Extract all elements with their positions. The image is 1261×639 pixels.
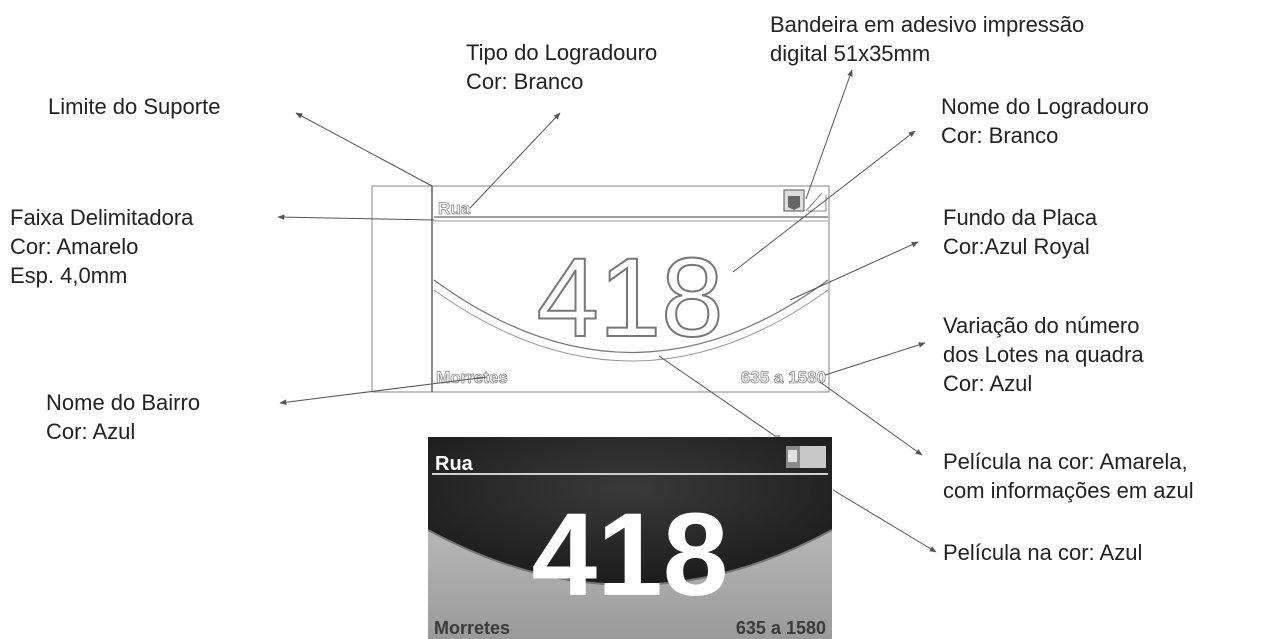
wave-band-inner (433, 289, 829, 362)
wire-number: 418 (537, 235, 724, 360)
leader-tipo-logradouro (469, 112, 561, 209)
label-nome-do-bairro: Nome do Bairro Cor: Azul (46, 388, 200, 446)
label-line: Nome do Logradouro (941, 94, 1149, 119)
leader-lines (277, 69, 937, 553)
label-line: Fundo da Placa (943, 205, 1098, 230)
wireframe-plate: Rua 418 Morretes 635 a 1580 (371, 185, 830, 393)
leader-nome-logradouro (732, 130, 916, 273)
label-bandeira: Bandeira em adesivo impressão digital 51… (770, 10, 1084, 68)
label-line: Cor: Azul (46, 419, 136, 444)
dark-plate: Rua 418 Morretes 635 a 1580 (428, 437, 832, 639)
plate-street-type: Rua (435, 453, 474, 475)
plate-wave-edge (428, 529, 832, 586)
label-line: Faixa Delimitadora (10, 205, 194, 230)
label-pelicula-amarela: Película na cor: Amarela, com informaçõe… (943, 447, 1194, 505)
flag-icon (783, 189, 827, 212)
leader-faixa (277, 214, 435, 221)
leader-bairro (279, 376, 488, 405)
label-line: Cor: Azul (943, 371, 1033, 396)
support-limit-outline (371, 185, 830, 393)
label-nome-do-logradouro: Nome do Logradouro Cor: Branco (941, 92, 1149, 150)
label-fundo-da-placa: Fundo da Placa Cor:Azul Royal (943, 203, 1097, 261)
label-line: Cor:Azul Royal (943, 234, 1090, 259)
leader-variacao (824, 342, 926, 376)
label-line: Esp. 4,0mm (10, 263, 128, 288)
wave-band-outer (433, 279, 829, 354)
flag-icon (786, 446, 826, 468)
label-line: Limite do Suporte (48, 94, 221, 119)
label-line: com informações em azul (943, 478, 1194, 503)
label-variacao-lotes: Variação do número dos Lotes na quadra C… (943, 311, 1144, 398)
label-faixa-delimitadora: Faixa Delimitadora Cor: Amarelo Esp. 4,0… (10, 203, 193, 290)
label-line: Nome do Bairro (46, 390, 201, 415)
label-line: digital 51x35mm (770, 41, 931, 66)
label-limite-do-suporte: Limite do Suporte (48, 92, 220, 121)
label-line: Cor: Branco (941, 123, 1059, 148)
label-line: Variação do número (943, 313, 1140, 338)
label-line: dos Lotes na quadra (943, 342, 1144, 367)
label-line: Película na cor: Amarela, (943, 449, 1188, 474)
label-line: Tipo do Logradouro (466, 40, 658, 65)
leader-limite-suporte (295, 112, 433, 187)
wire-neighborhood: Morretes (436, 368, 508, 387)
label-line: Cor: Amarelo (10, 234, 139, 259)
plate-number: 418 (532, 489, 729, 621)
label-tipo-do-logradouro: Tipo do Logradouro Cor: Branco (466, 38, 657, 96)
label-line: Bandeira em adesivo impressão (770, 12, 1085, 37)
label-line: Película na cor: Azul (943, 540, 1143, 565)
leader-pelicula-azul (832, 489, 937, 553)
leader-bandeira (805, 69, 853, 200)
leader-fundo (789, 241, 919, 301)
plate-lot-range: 635 a 1580 (736, 618, 826, 638)
label-pelicula-azul: Película na cor: Azul (943, 538, 1142, 567)
leader-pelicula-amarela (819, 381, 923, 456)
wire-lot-range: 635 a 1580 (741, 368, 826, 387)
leader-pelicula-amarela-a (658, 355, 780, 437)
label-line: Cor: Branco (466, 69, 584, 94)
wire-street-type: Rua (438, 199, 471, 218)
plate-neighborhood: Morretes (434, 618, 510, 638)
